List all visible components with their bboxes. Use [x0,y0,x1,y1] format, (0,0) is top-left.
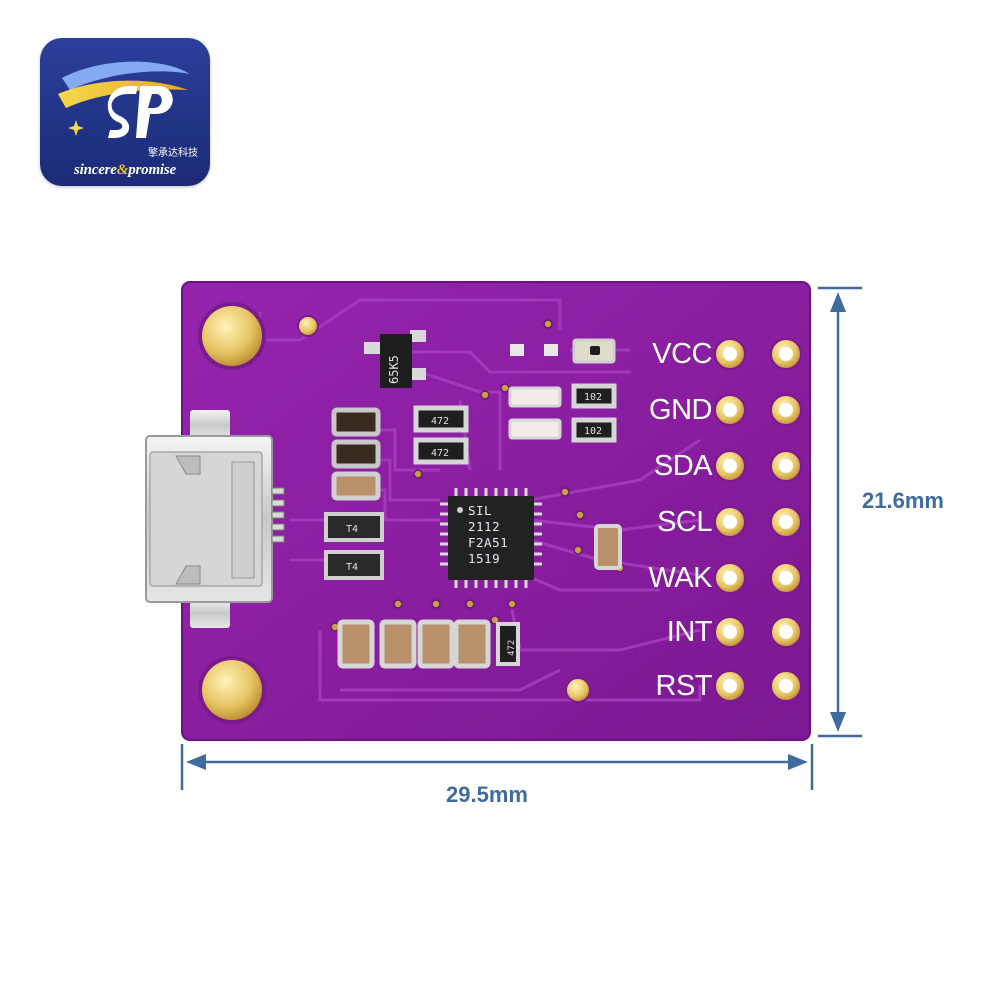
left-capacitors [331,407,381,501]
chip-line-3: F2A51 [468,535,509,550]
regulator-marking: 65K5 [387,355,401,384]
usb-tab-top [190,410,230,440]
logo-brand-text: sincere&promise [44,162,206,179]
pin-label-scl: SCL [657,506,712,538]
brand-amp: & [116,162,129,178]
sp-monogram-logo-icon [58,61,190,138]
pin-label-wak: WAK [648,562,713,594]
dimension-lines [180,286,862,790]
voltage-regulator [364,330,426,388]
usb-tab-bottom [190,598,230,628]
brand-logo: 擎承达科技 sincere&promise [40,38,210,186]
res-a-marking: 472 [431,416,449,427]
vias [297,315,591,703]
cp2112-chip [440,488,542,588]
top-resistors [413,405,469,465]
pin-label-sda: SDA [653,450,713,482]
res-e-marking: 472 [507,640,517,656]
led-resistors [571,383,617,443]
pin-label-vcc: VCC [652,338,712,370]
chip-line-2: 2112 [468,519,501,534]
brand-suffix: promise [128,162,176,178]
res-b-marking: 472 [431,448,449,459]
diodes [324,512,384,580]
mounting-hole-bottom [202,660,262,720]
width-dimension-label: 29.5mm [446,782,528,807]
brand-prefix: sincere [73,162,117,178]
pin-label-rst: RST [655,670,713,702]
leds [508,386,562,440]
diode-a-marking: T4 [346,524,358,535]
small-vias [330,319,625,632]
header-holes [723,347,793,693]
pin-label-gnd: GND [649,394,712,426]
res-d-marking: 102 [584,426,602,437]
component-markings: 65K5 472 472 102 102 472 T4 T4 [346,355,602,656]
chip-marking: SIL 2112 F2A51 1519 [468,503,530,567]
diode-b-marking: T4 [346,562,358,573]
chip-line-1: SIL [468,503,493,518]
chip-line-4: 1519 [468,551,501,566]
usb-pins [271,487,285,543]
mounting-hole-top [202,306,262,366]
height-dimension-label: 21.6mm [862,488,944,513]
logo-chinese-name: 擎承达科技 [148,148,198,159]
pin-label-int: INT [666,616,713,648]
res-c-marking: 102 [584,392,602,403]
bottom-capacitors [337,619,520,669]
